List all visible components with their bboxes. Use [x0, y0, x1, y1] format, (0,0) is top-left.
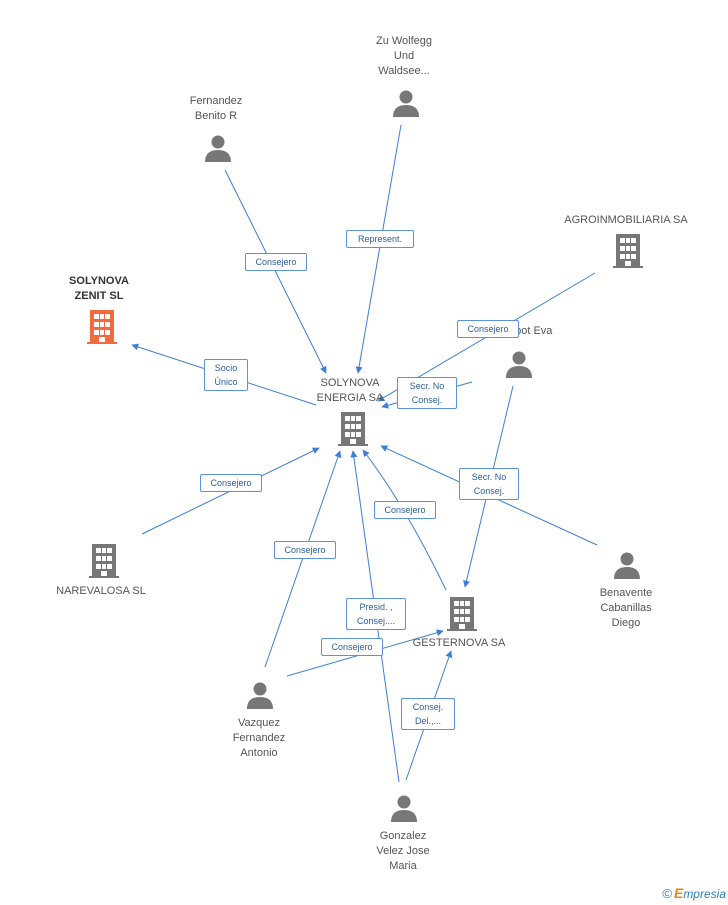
edge-label-consejero-vazquez: Consejero [274, 541, 336, 559]
edge-label-secr-ebot: Secr. No Consej. [397, 377, 457, 409]
person-icon-zu-wolfegg[interactable] [392, 89, 420, 122]
person-icon-fernandez-benito[interactable] [204, 134, 232, 167]
node-label-vazquez[interactable]: Vazquez Fernandez Antonio [232, 717, 286, 759]
person-icon-gonzalez[interactable] [390, 794, 418, 827]
node-label-agroinmobiliaria[interactable]: AGROINMOBILIARIA SA [564, 214, 688, 226]
edge-zu-wolfegg [355, 124, 402, 374]
edge-label-consejero-fernandez: Consejero [245, 253, 307, 271]
node-label-solynova-zenit[interactable]: SOLYNOVA ZENIT SL [69, 275, 129, 302]
edge-label-consejero-agro: Consejero [457, 320, 519, 338]
building-icon-agroinmobiliaria[interactable] [613, 234, 643, 273]
edge-label-secr-benavente: Secr. No Consej. [459, 468, 519, 500]
edge-gesternova-energia [362, 449, 447, 591]
edge-fernandez [224, 169, 327, 374]
edge-label-consej-del-gonzalez: Consej. Del.,... [401, 698, 455, 730]
building-icon-solynova-energia[interactable] [338, 412, 368, 451]
edge-label-presid-gonzalez: Presid. , Consej.... [346, 598, 406, 630]
building-icon-gesternova[interactable] [447, 597, 477, 636]
node-label-gesternova[interactable]: GESTERNOVA SA [412, 637, 506, 649]
node-label-fernandez-benito[interactable]: Fernandez Benito R [189, 95, 243, 122]
building-icon-narevalosa[interactable] [89, 544, 119, 583]
building-icon-solynova-zenit[interactable] [87, 310, 117, 349]
node-label-benavente[interactable]: Benavente Cabanillas Diego [599, 587, 653, 629]
person-icon-ebot-eva[interactable] [505, 350, 533, 383]
brand-initial: E [673, 885, 684, 901]
empresia-watermark: ©Empresia [662, 885, 726, 901]
edge-label-consejero-vazquez-gesternova: Consejero [321, 638, 383, 656]
copyright-icon: © [662, 886, 672, 901]
node-label-zu-wolfegg[interactable]: Zu Wolfegg Und Waldsee... [375, 35, 433, 77]
edge-vazquez-energia [264, 450, 342, 668]
person-icon-benavente[interactable] [613, 551, 641, 584]
brand-name: mpresia [683, 887, 726, 901]
node-label-narevalosa[interactable]: NAREVALOSA SL [56, 585, 146, 597]
edge-label-represent: Represent. [346, 230, 414, 248]
node-label-gonzalez[interactable]: Gonzalez Velez Jose Maria [376, 830, 430, 872]
edge-label-consejero-gesternova: Consejero [374, 501, 436, 519]
edge-label-consejero-narevalosa: Consejero [200, 474, 262, 492]
edge-label-socio-unico: Socio Único [204, 359, 248, 391]
node-label-solynova-energia[interactable]: SOLYNOVA ENERGIA SA [316, 377, 384, 404]
person-icon-vazquez[interactable] [246, 681, 274, 714]
